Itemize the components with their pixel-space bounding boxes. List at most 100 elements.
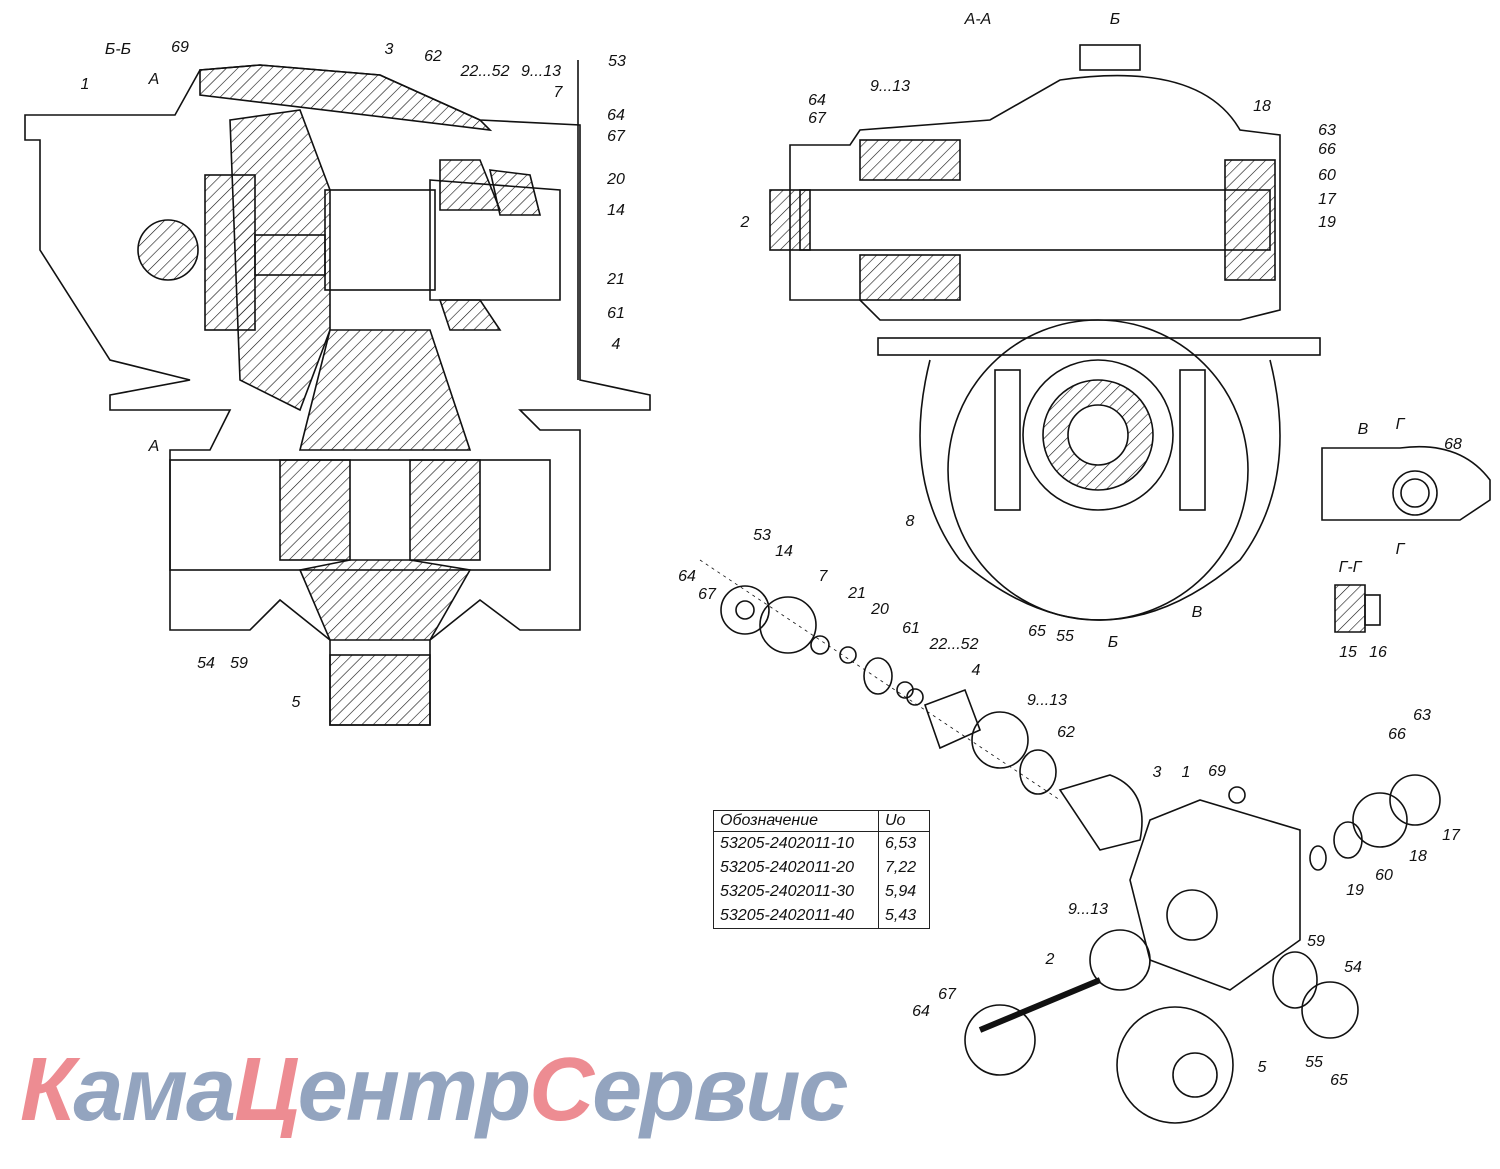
part-label: 66	[1388, 726, 1406, 743]
part-label: 59	[230, 655, 248, 672]
designation-cell: 53205-2402011-30	[713, 880, 879, 904]
watermark-part: ентр	[297, 1040, 531, 1140]
part-label: 19	[1346, 882, 1364, 899]
part-label: 59	[1307, 933, 1325, 950]
view-title: В	[1357, 421, 1369, 438]
part-label: 14	[775, 543, 793, 560]
cut-mark: А	[148, 71, 160, 88]
ratio-cell: 5,94	[878, 880, 930, 904]
part-label: 1	[80, 76, 90, 93]
part-label: 20	[871, 601, 889, 618]
part-label: 3	[384, 41, 394, 58]
part-label: 64	[607, 107, 625, 124]
part-label: 7	[553, 84, 563, 101]
part-label: 67	[607, 128, 625, 145]
part-label: 18	[1253, 98, 1271, 115]
part-label: 8	[905, 513, 915, 530]
ratio-cell: 5,43	[878, 904, 930, 929]
part-label: 3	[1152, 764, 1162, 781]
part-label: 17	[1442, 827, 1460, 844]
part-label: 22...52	[460, 63, 510, 80]
section-title: А-А	[964, 11, 992, 28]
part-label: 53	[753, 527, 771, 544]
cut-mark: А	[148, 438, 160, 455]
cut-mark: Б	[1109, 11, 1121, 28]
part-label: 65	[1028, 623, 1046, 640]
table-header-row: Обозначение Uo	[713, 810, 930, 832]
watermark-part: Ц	[234, 1040, 300, 1140]
designation-cell: 53205-2402011-10	[713, 831, 879, 856]
part-label: 14	[607, 202, 625, 219]
section-aa-drawing	[769, 44, 1321, 621]
part-label: 17	[1318, 191, 1336, 208]
watermark-part: ервис	[592, 1040, 848, 1140]
section-bb-drawing	[24, 60, 651, 726]
part-label: 64	[678, 568, 696, 585]
part-label: 4	[971, 662, 981, 679]
part-label: 15	[1339, 644, 1357, 661]
section-title: Б-Б	[104, 41, 132, 58]
part-label: 19	[1318, 214, 1336, 231]
view-arrow-label: В	[1191, 604, 1203, 621]
ratio-cell: 6,53	[878, 831, 930, 856]
column-header: Обозначение	[713, 810, 879, 832]
part-label: 67	[938, 986, 956, 1003]
cut-mark: Б	[1107, 634, 1119, 651]
part-label: 5	[291, 694, 301, 711]
part-label: 65	[1330, 1072, 1348, 1089]
part-label: 55	[1305, 1054, 1323, 1071]
part-label: 62	[424, 48, 442, 65]
part-label: 21	[607, 271, 625, 288]
part-label: 67	[698, 586, 716, 603]
view-v-drawing	[1321, 445, 1491, 633]
part-label: 55	[1056, 628, 1074, 645]
part-label: 2	[740, 214, 750, 231]
part-label: 61	[902, 620, 920, 637]
designation-cell: 53205-2402011-20	[713, 856, 879, 880]
part-label: 60	[1375, 867, 1393, 884]
part-label: 9...13	[869, 78, 911, 95]
part-label: 53	[608, 53, 626, 70]
cut-mark: Г	[1395, 541, 1405, 558]
part-label: 54	[197, 655, 215, 672]
watermark-part: ама	[73, 1040, 236, 1140]
part-label: 67	[808, 110, 826, 127]
part-label: 63	[1413, 707, 1431, 724]
ratio-cell: 7,22	[878, 856, 930, 880]
part-label: 2	[1045, 951, 1055, 968]
part-label: 69	[171, 39, 189, 56]
section-title: Г-Г	[1338, 559, 1362, 576]
part-label: 54	[1344, 959, 1362, 976]
designation-cell: 53205-2402011-40	[713, 904, 879, 929]
part-label: 5	[1257, 1059, 1267, 1076]
watermark-part: С	[529, 1040, 594, 1140]
exploded-view-drawing	[699, 559, 1441, 1124]
part-label: 69	[1208, 763, 1226, 780]
part-label: 62	[1057, 724, 1075, 741]
part-label: 9...13	[1026, 692, 1068, 709]
part-label: 9...13	[1067, 901, 1109, 918]
watermark: КамаЦентрСервис	[20, 1045, 848, 1135]
part-label: 7	[818, 568, 828, 585]
part-label: 63	[1318, 122, 1336, 139]
column-header: Uo	[878, 810, 930, 832]
part-label: 22...52	[929, 636, 979, 653]
part-label: 20	[607, 171, 625, 188]
part-label: 61	[607, 305, 625, 322]
part-label: 16	[1369, 644, 1387, 661]
part-label: 66	[1318, 141, 1336, 158]
part-label: 68	[1444, 436, 1462, 453]
cut-mark: Г	[1395, 416, 1405, 433]
part-label: 64	[808, 92, 826, 109]
part-label: 64	[912, 1003, 930, 1020]
part-label: 18	[1409, 848, 1427, 865]
part-label: 1	[1181, 764, 1191, 781]
watermark-part: К	[20, 1040, 75, 1140]
part-label: 9...13	[520, 63, 562, 80]
